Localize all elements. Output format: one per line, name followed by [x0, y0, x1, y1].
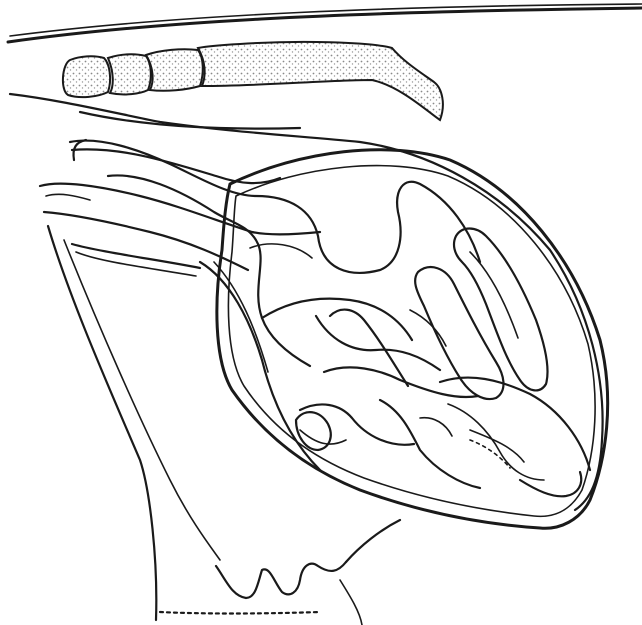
- fetal-limbs: [296, 229, 548, 451]
- udder: [160, 520, 400, 625]
- fetus: [70, 141, 590, 497]
- back-outline: [8, 4, 642, 42]
- pelvic-region: [48, 226, 320, 620]
- fetal-membranes: [250, 244, 510, 468]
- birth-canal: [40, 140, 320, 270]
- vertebral-column: [63, 42, 443, 120]
